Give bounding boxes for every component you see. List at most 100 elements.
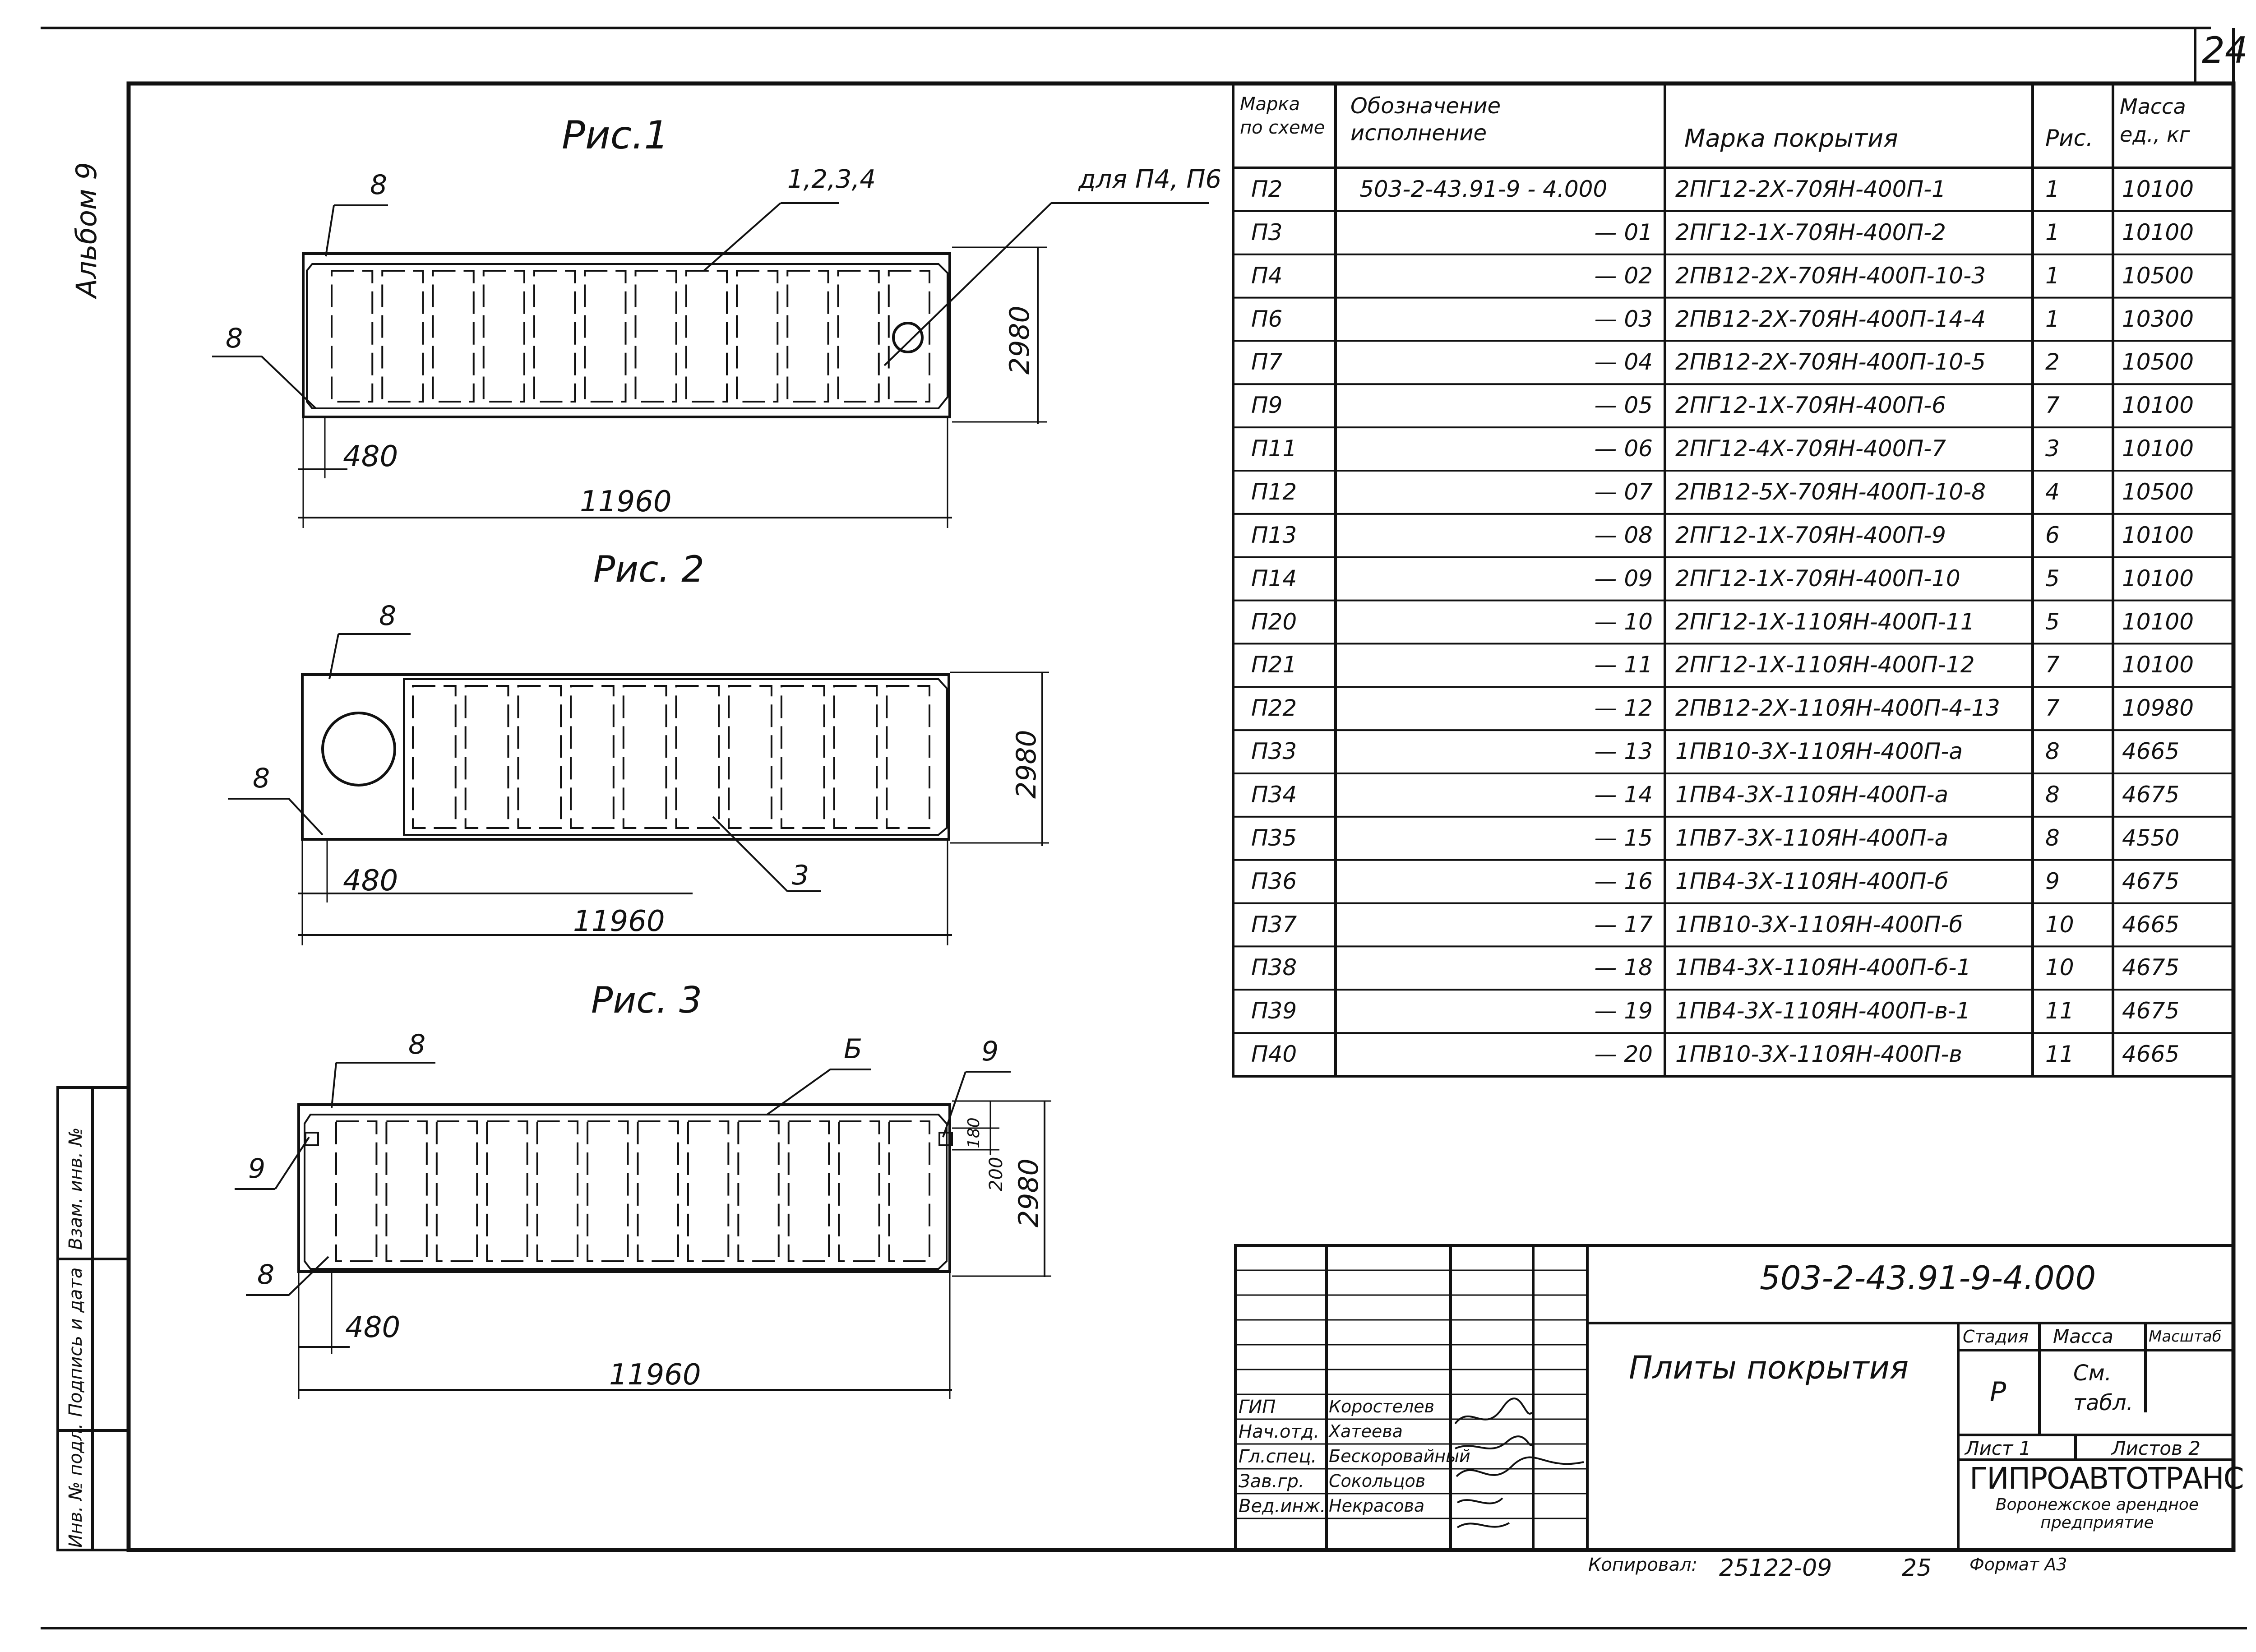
rib-panel bbox=[536, 1120, 579, 1262]
spec-cell-mass: 10100 bbox=[2122, 522, 2194, 548]
spec-cell-mass: 4675 bbox=[2122, 954, 2180, 981]
spec-cell-mass: 10100 bbox=[2122, 392, 2194, 419]
tb-signer-name: Хатеева bbox=[1329, 1421, 1403, 1441]
fig3-width: 2980 bbox=[1013, 1158, 1045, 1227]
spec-cell-mark: П6 bbox=[1251, 305, 1283, 332]
spec-cell-fig: 11 bbox=[2045, 998, 2074, 1024]
spec-cell-mark: П13 bbox=[1251, 522, 1297, 548]
spec-cell-fig: 9 bbox=[2045, 868, 2060, 894]
fig3-corner-bottom: 8 bbox=[257, 1259, 275, 1291]
tb-format: Формат А3 bbox=[1969, 1555, 2067, 1574]
tb-signer-role: Гл.спец. bbox=[1239, 1446, 1317, 1467]
spec-cell-cover: 2ПГ12-1Х-70ЯН-400П-9 bbox=[1675, 522, 1946, 548]
fig3-length: 11960 bbox=[609, 1358, 701, 1392]
spec-cell-designation: — 04 bbox=[1594, 349, 1653, 375]
tb-org-main: ГИПРОАВТОТРАНС bbox=[1969, 1461, 2244, 1496]
spec-cell-designation: — 07 bbox=[1594, 479, 1653, 505]
spec-cell-designation: — 03 bbox=[1594, 305, 1653, 332]
spec-cell-cover: 1ПВ10-3Х-110ЯН-400П-б bbox=[1675, 911, 1963, 938]
spec-cell-mark: П14 bbox=[1251, 565, 1297, 592]
rib-panel bbox=[675, 685, 720, 829]
tb-stage-label: Стадия bbox=[1963, 1327, 2029, 1347]
spec-cell-cover: 2ПВ12-2Х-70ЯН-400П-10-5 bbox=[1675, 349, 1986, 375]
rib-panel bbox=[685, 270, 728, 403]
spec-cell-mass: 10980 bbox=[2122, 695, 2194, 722]
rib-panel bbox=[838, 1120, 880, 1262]
spec-cell-cover: 2ПГ12-1Х-110ЯН-400П-12 bbox=[1675, 652, 1975, 678]
rib-panel bbox=[331, 270, 374, 403]
spec-cell-cover: 1ПВ4-3Х-110ЯН-400П-б bbox=[1675, 868, 1949, 894]
stamp-inv-label: Инв. № подл. bbox=[65, 1423, 86, 1548]
spec-cell-designation: — 18 bbox=[1594, 954, 1653, 981]
stamp-sign-label: Подпись и дата bbox=[65, 1267, 86, 1417]
spec-cell-fig: 5 bbox=[2045, 565, 2060, 592]
spec-cell-fig: 10 bbox=[2045, 911, 2074, 938]
spec-cell-mark: П20 bbox=[1251, 608, 1297, 635]
tb-signer-role: Нач.отд. bbox=[1239, 1421, 1320, 1442]
fig2-corner-top: 8 bbox=[379, 600, 397, 632]
rib-panel bbox=[637, 1120, 679, 1262]
spec-cell-cover: 1ПВ10-3Х-110ЯН-400П-а bbox=[1675, 738, 1963, 765]
fig2-title: Рис. 2 bbox=[593, 548, 704, 590]
fig1-corner-top: 8 bbox=[370, 169, 388, 201]
spec-cell-fig: 1 bbox=[2045, 262, 2060, 289]
fig3-corner-top: 8 bbox=[408, 1029, 426, 1060]
fig3-d200: 200 bbox=[986, 1157, 1007, 1191]
spec-cell-mark: П40 bbox=[1251, 1041, 1297, 1068]
tb-scale-label: Масштаб bbox=[2149, 1328, 2222, 1346]
spec-cell-mass: 10500 bbox=[2122, 262, 2194, 289]
spec-cell-mark: П12 bbox=[1251, 479, 1297, 505]
spec-cell-mark: П22 bbox=[1251, 695, 1297, 722]
rib-panel bbox=[736, 270, 779, 403]
tb-signer-name: Некрасова bbox=[1329, 1496, 1425, 1516]
spec-cell-mark: П3 bbox=[1251, 219, 1283, 245]
spec-cell-designation: — 01 bbox=[1594, 219, 1653, 245]
rib-panel bbox=[787, 1120, 830, 1262]
spec-header-cover: Марка покрытия bbox=[1684, 124, 1898, 153]
rib-panel bbox=[482, 270, 525, 403]
rib-panel bbox=[737, 1120, 780, 1262]
tb-signer-role: Вед.инж. bbox=[1239, 1496, 1326, 1517]
spec-cell-cover: 1ПВ4-3Х-110ЯН-400П-в-1 bbox=[1675, 998, 1970, 1024]
spec-cell-mark: П11 bbox=[1251, 435, 1297, 462]
spec-cell-fig: 11 bbox=[2045, 1041, 2074, 1068]
tb-title: Плиты покрытия bbox=[1629, 1349, 1909, 1386]
spec-cell-mark: П36 bbox=[1251, 868, 1297, 894]
tb-signer-role: ГИП bbox=[1239, 1397, 1276, 1417]
spec-header-mark: Марка по схеме bbox=[1240, 94, 1325, 138]
tb-signer-name: Сокольцов bbox=[1329, 1471, 1426, 1491]
fig1-length: 11960 bbox=[580, 485, 672, 518]
spec-cell-mass: 10100 bbox=[2122, 652, 2194, 678]
fig1-ribs-label: 1,2,3,4 bbox=[787, 165, 876, 194]
spec-cell-designation: — 14 bbox=[1594, 782, 1653, 808]
rib-panel bbox=[687, 1120, 730, 1262]
rib-panel bbox=[780, 685, 825, 829]
spec-cell-mass: 10100 bbox=[2122, 176, 2194, 202]
spec-cell-mark: П4 bbox=[1251, 262, 1283, 289]
fig3-d180: 180 bbox=[965, 1117, 983, 1148]
spec-cell-fig: 1 bbox=[2045, 219, 2060, 245]
spec-cell-fig: 4 bbox=[2045, 479, 2060, 505]
spec-cell-fig: 1 bbox=[2045, 305, 2060, 332]
spec-cell-fig: 2 bbox=[2045, 349, 2060, 375]
spec-cell-cover: 2ПГ12-1Х-70ЯН-400П-2 bbox=[1675, 219, 1946, 245]
spec-cell-mass: 10100 bbox=[2122, 565, 2194, 592]
spec-cell-designation: — 16 bbox=[1594, 868, 1653, 894]
spec-cell-mark: П35 bbox=[1251, 824, 1297, 851]
rib-panel bbox=[381, 270, 424, 403]
spec-cell-cover: 2ПВ12-2Х-110ЯН-400П-4-13 bbox=[1675, 695, 2000, 722]
